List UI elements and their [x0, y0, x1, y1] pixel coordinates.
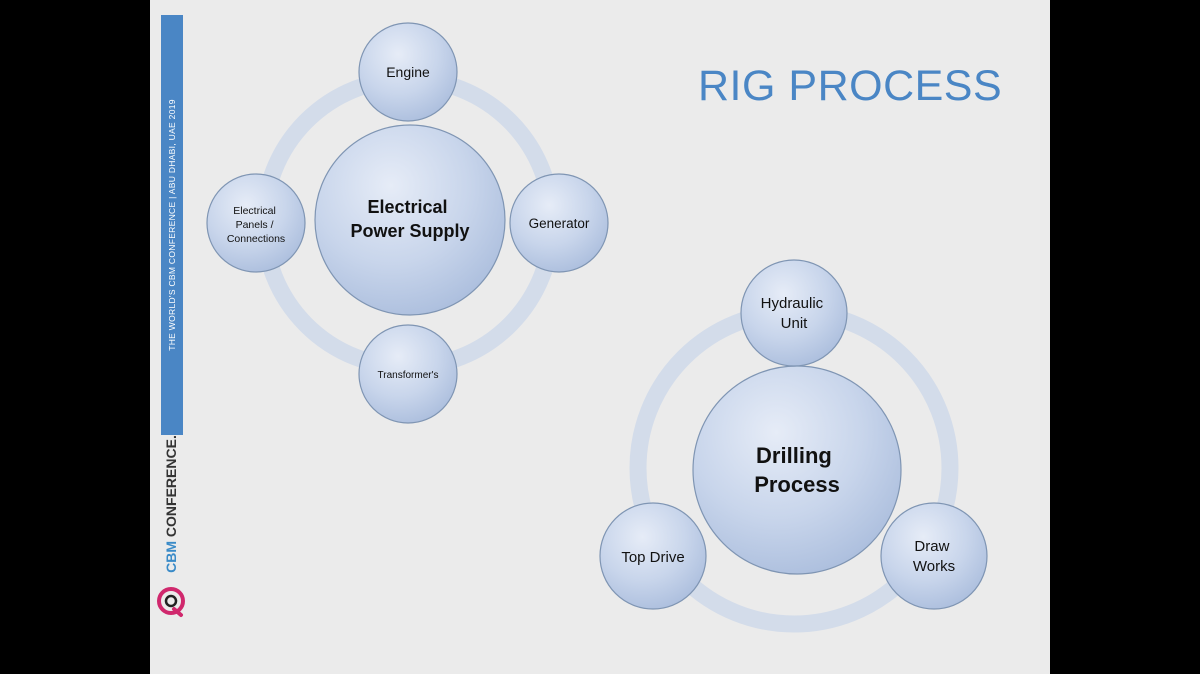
- power-center-label: Electrical Power Supply: [350, 197, 469, 241]
- slide-title: RIG PROCESS: [698, 62, 1003, 110]
- transformer-node: [358, 324, 458, 424]
- engine-label: Engine: [386, 64, 430, 80]
- electrical-panels-node: [206, 173, 306, 273]
- draw-works-node: [880, 502, 988, 610]
- hydraulic-unit-label: Hydraulic Unit: [761, 295, 828, 332]
- drilling-center-node: [692, 365, 902, 575]
- cbm-logo-icon: [157, 587, 185, 617]
- generator-node: [509, 173, 609, 273]
- top-drive-node: [599, 502, 707, 610]
- transformer-label: Transformer's: [378, 370, 439, 381]
- slide: THE WORLD'S CBM CONFERENCE | ABU DHABI, …: [150, 0, 1050, 674]
- top-drive-label: Top Drive: [621, 549, 684, 566]
- drilling-center-label: Drilling Process: [754, 443, 840, 497]
- hydraulic-unit-node: [740, 259, 848, 367]
- power-supply-cycle: Electrical Power Supply Engine Generator…: [206, 22, 609, 424]
- engine-node: [358, 22, 458, 122]
- conference-sidebar: [161, 15, 183, 435]
- drilling-process-cycle: Drilling Process Hydraulic Unit Draw Wor…: [599, 259, 988, 633]
- rig-process-diagram: Electrical Power Supply Engine Generator…: [206, 22, 988, 633]
- electrical-panels-label: Electrical Panels / Connections: [227, 205, 285, 245]
- power-center-node: [314, 124, 506, 316]
- generator-label: Generator: [529, 216, 590, 231]
- draw-works-label: Draw Works: [913, 538, 955, 575]
